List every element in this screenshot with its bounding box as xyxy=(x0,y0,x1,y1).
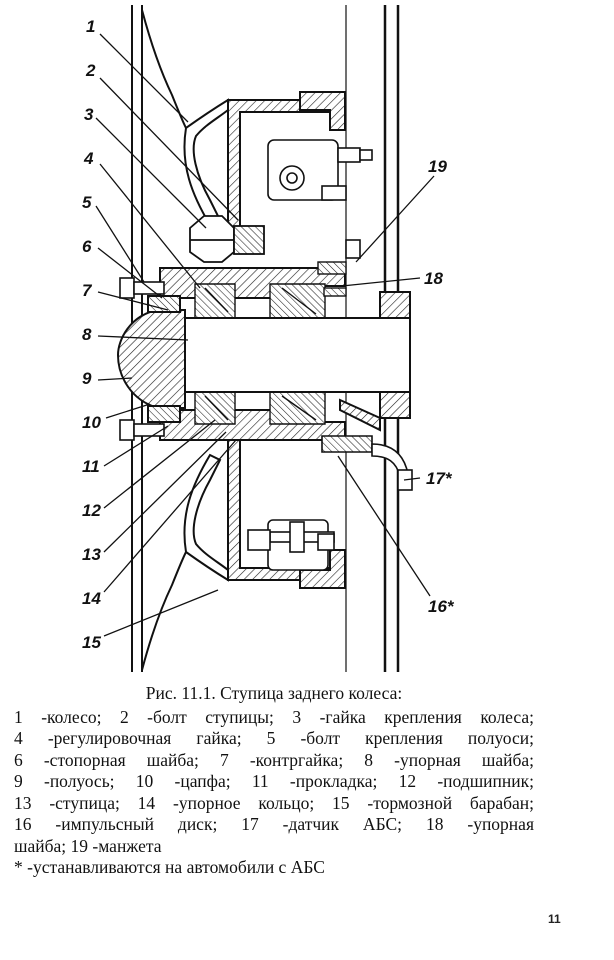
callout-18: 18 xyxy=(424,269,443,288)
callout-6: 6 xyxy=(82,237,92,256)
legend-line: 16 -импульсный диск; 17 -датчик АБС; 18 … xyxy=(14,814,534,834)
bearings xyxy=(194,283,326,425)
legend-line: 1 -колесо; 2 -болт ступицы; 3 -гайка кре… xyxy=(14,706,534,727)
seal-and-washer xyxy=(317,261,347,297)
legend-line: шайба; 19 -манжета xyxy=(14,835,162,856)
callout-12: 12 xyxy=(82,501,101,520)
callout-4: 4 xyxy=(83,149,94,168)
callout-11: 11 xyxy=(82,457,100,476)
axle-flange xyxy=(116,295,186,423)
callout-2: 2 xyxy=(85,61,96,80)
figure-caption: Рис. 11.1. Ступица заднего колеса: 1 -ко… xyxy=(14,683,534,879)
legend-line: 6 -стопорная шайба; 7 -контргайка; 8 -уп… xyxy=(14,749,534,770)
callout-labels: 1 2 3 4 5 6 7 8 9 10 11 12 13 14 15 16* … xyxy=(82,17,455,652)
callout-13: 13 xyxy=(82,545,101,564)
leader-lines xyxy=(95,33,435,637)
callout-16: 16* xyxy=(428,597,455,616)
callout-19: 19 xyxy=(428,157,447,176)
legend-line: 9 -полуось; 10 -цапфа; 11 -прокладка; 12… xyxy=(14,771,534,791)
callout-17: 17* xyxy=(426,469,453,488)
callout-1: 1 xyxy=(86,17,95,36)
brake-mechanism-bottom xyxy=(247,519,335,571)
axle-flange-bolts xyxy=(119,277,165,441)
callout-9: 9 xyxy=(82,369,92,388)
caption-title: Рис. 11.1. Ступица заднего колеса: xyxy=(145,683,403,703)
page-number: 11 xyxy=(548,912,561,926)
legend-line: 13 -ступица; 14 -упорное кольцо; 15 -тор… xyxy=(14,792,534,813)
footnote: * -устанавливаются на автомобили с АБС xyxy=(14,857,325,877)
callout-10: 10 xyxy=(82,413,101,432)
callout-14: 14 xyxy=(82,589,101,608)
brake-mechanism-top xyxy=(267,139,373,259)
callout-15: 15 xyxy=(82,633,101,652)
callout-7: 7 xyxy=(82,281,93,300)
abs-sensor xyxy=(321,435,413,491)
wheel-nut xyxy=(189,215,265,263)
legend-line: 4 -регулировочная гайка; 5 -болт креплен… xyxy=(14,728,534,748)
callout-3: 3 xyxy=(84,105,94,124)
callout-5: 5 xyxy=(82,193,92,212)
callout-8: 8 xyxy=(82,325,92,344)
rear-wheel-hub-drawing: 1 2 3 4 5 6 7 8 9 10 11 12 13 14 15 16* … xyxy=(82,5,455,672)
